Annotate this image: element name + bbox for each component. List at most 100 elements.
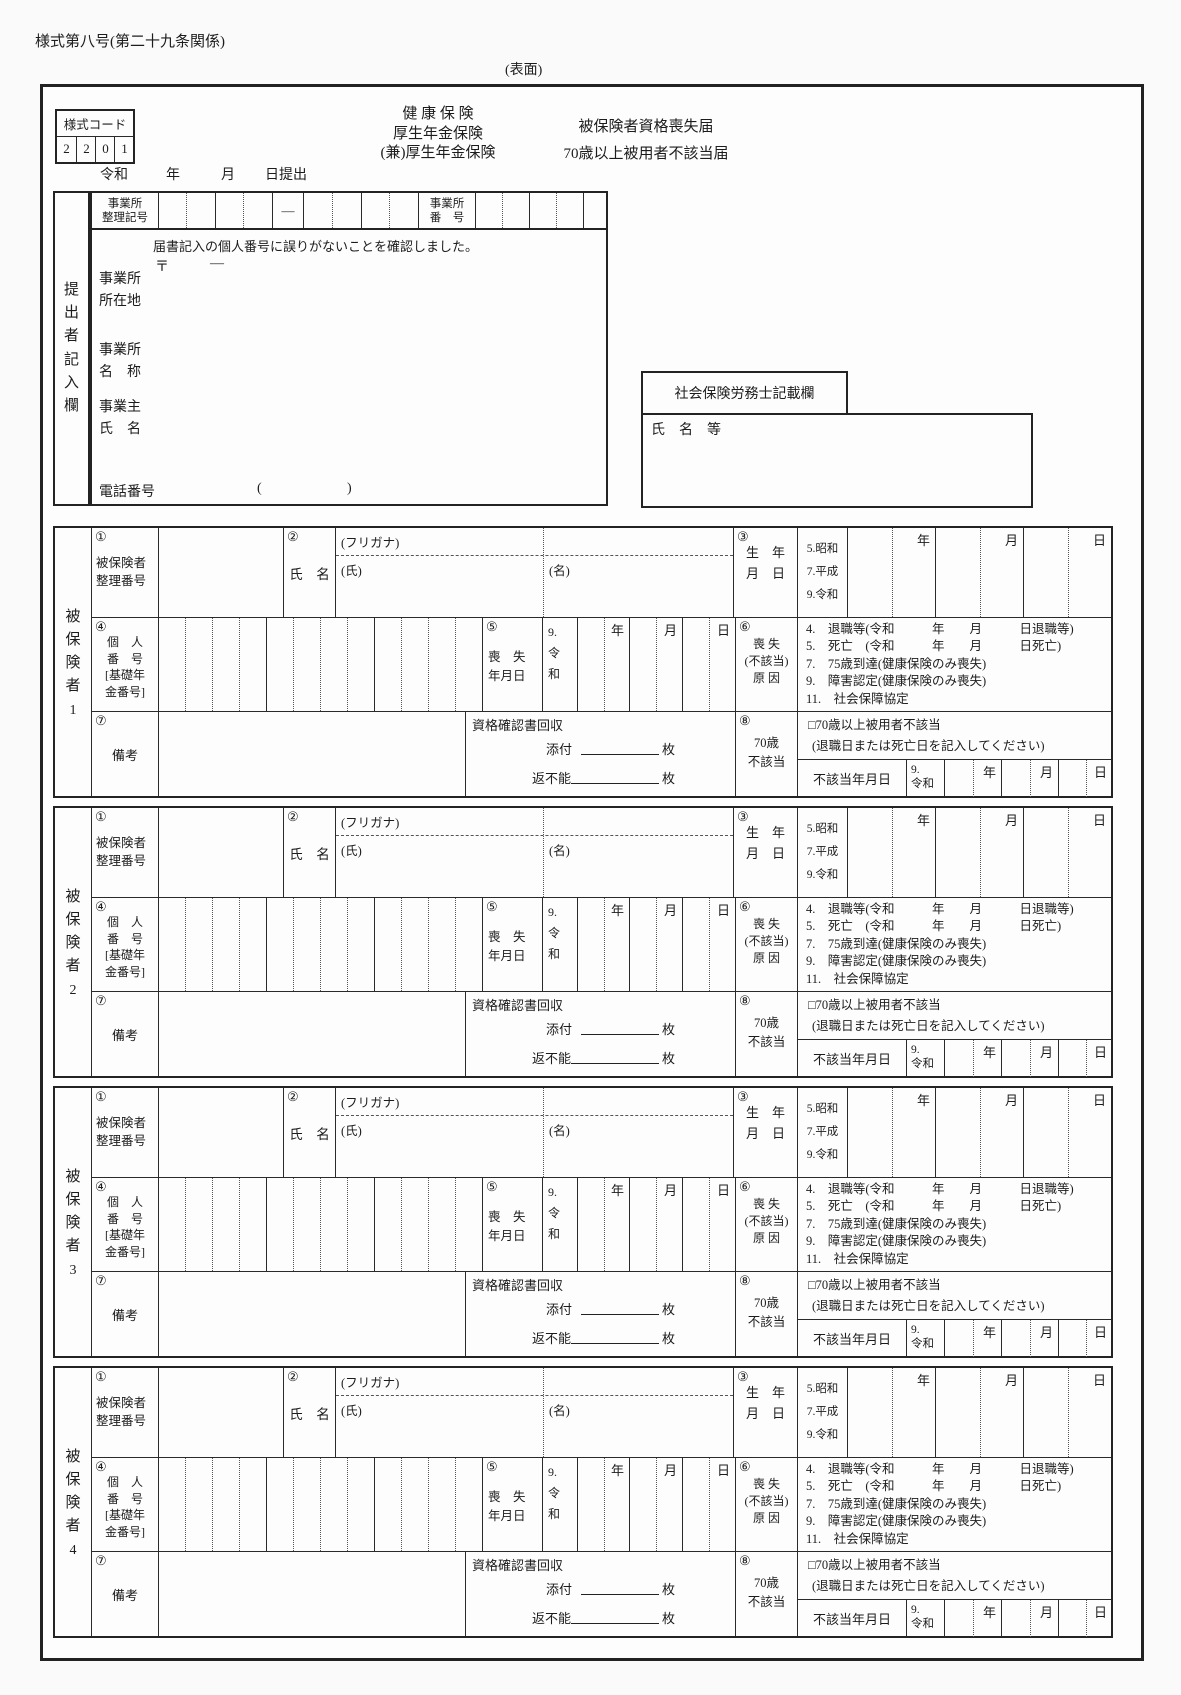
office-number-cell[interactable] (583, 193, 610, 228)
na-era-cell[interactable]: 9. 令和 (906, 760, 944, 797)
loss-reason-option[interactable]: 5. 死亡 (令和 年 月 日死亡) (806, 919, 1062, 934)
personal-number-cell[interactable] (293, 1178, 320, 1271)
loss-reason-option[interactable]: 5. 死亡 (令和 年 月 日死亡) (806, 1199, 1062, 1214)
certificate-attach-count-field[interactable] (581, 736, 659, 755)
na-month-cell[interactable]: 月 (1001, 1600, 1058, 1637)
personal-number-cell[interactable] (428, 1458, 455, 1551)
personal-number-cell[interactable] (266, 618, 293, 711)
loss-year-cell[interactable]: 年 (577, 1458, 629, 1551)
personal-number-cell[interactable] (293, 1458, 320, 1551)
furigana-row[interactable]: (フリガナ) (336, 808, 733, 836)
office-address-field[interactable] (152, 273, 592, 328)
personal-number-cell[interactable] (185, 1178, 212, 1271)
personal-number-cell[interactable] (158, 1178, 185, 1271)
office-number-cell[interactable] (502, 193, 529, 228)
furigana-row[interactable]: (フリガナ) (336, 1368, 733, 1396)
personal-number-cell[interactable] (401, 618, 428, 711)
personal-number-cell[interactable] (293, 898, 320, 991)
phone-field[interactable] (177, 475, 437, 501)
insured-id-field[interactable] (158, 808, 283, 897)
na-day-cell[interactable]: 日 (1058, 760, 1112, 797)
personal-number-cell[interactable] (266, 1458, 293, 1551)
remarks-field[interactable] (158, 1552, 465, 1636)
personal-number-cell[interactable] (185, 1458, 212, 1551)
na-era-cell[interactable]: 9. 令和 (906, 1600, 944, 1637)
personal-number-cell[interactable] (212, 618, 239, 711)
na-year-cell[interactable]: 年 (944, 1600, 1001, 1637)
personal-number-cell[interactable] (347, 1458, 374, 1551)
na-year-cell[interactable]: 年 (944, 760, 1001, 797)
loss-reason-option[interactable]: 11. 社会保障協定 (806, 1531, 909, 1546)
labor-consultant-box[interactable]: 氏 名 等 (641, 413, 1033, 508)
loss-year-cell[interactable]: 年 (577, 898, 629, 991)
remarks-field[interactable] (158, 712, 465, 796)
na-year-cell[interactable]: 年 (944, 1320, 1001, 1357)
office-number-cell[interactable] (529, 193, 556, 228)
loss-reason-option[interactable]: 4. 退職等(令和 年 月 日退職等) (806, 1182, 1074, 1196)
birth-month-cell[interactable]: 月 (935, 528, 1023, 617)
personal-number-cell[interactable] (320, 1178, 347, 1271)
birth-month-cell[interactable]: 月 (935, 1088, 1023, 1177)
office-code-cell[interactable] (243, 193, 272, 228)
office-name-field[interactable] (152, 340, 592, 385)
certificate-attach-count-field[interactable] (581, 1016, 659, 1035)
loss-year-cell[interactable]: 年 (577, 618, 629, 711)
name-box[interactable]: (フリガナ) (氏) (名) (335, 1088, 733, 1177)
personal-number-cell[interactable] (347, 1178, 374, 1271)
personal-number-cell[interactable] (320, 618, 347, 711)
insured-id-field[interactable] (158, 1368, 283, 1457)
loss-month-cell[interactable]: 月 (629, 1178, 682, 1271)
na-era-cell[interactable]: 9. 令和 (906, 1040, 944, 1077)
office-code-cell[interactable] (158, 193, 186, 228)
office-code-cell[interactable] (186, 193, 215, 228)
loss-day-cell[interactable]: 日 (682, 898, 735, 991)
na-year-cell[interactable]: 年 (944, 1040, 1001, 1077)
loss-month-cell[interactable]: 月 (629, 1458, 682, 1551)
birth-year-cell[interactable]: 年 (847, 1088, 935, 1177)
loss-reason-option[interactable]: 4. 退職等(令和 年 月 日退職等) (806, 902, 1074, 916)
loss-reason-option[interactable]: 5. 死亡 (令和 年 月 日死亡) (806, 1479, 1062, 1494)
birth-era-options[interactable]: 5.昭和 7.平成 9.令和 (797, 1368, 847, 1457)
personal-number-cell[interactable] (212, 1458, 239, 1551)
age70-checkbox[interactable]: □ (808, 718, 816, 732)
personal-number-cell[interactable] (401, 1178, 428, 1271)
loss-day-cell[interactable]: 日 (682, 1178, 735, 1271)
personal-number-cell[interactable] (239, 898, 266, 991)
personal-number-cell[interactable] (455, 898, 482, 991)
name-box[interactable]: (フリガナ) (氏) (名) (335, 1368, 733, 1457)
loss-reason-option[interactable]: 7. 75歳到達(健康保険のみ喪失) (806, 1216, 987, 1231)
personal-number-cell[interactable] (455, 1458, 482, 1551)
personal-number-cell[interactable] (374, 1458, 401, 1551)
insured-id-field[interactable] (158, 1088, 283, 1177)
personal-number-cell[interactable] (158, 618, 185, 711)
personal-number-cell[interactable] (266, 898, 293, 991)
loss-reason-option[interactable]: 5. 死亡 (令和 年 月 日死亡) (806, 639, 1062, 654)
office-number-cell[interactable] (556, 193, 583, 228)
birth-day-cell[interactable]: 日 (1023, 808, 1111, 897)
personal-number-cell[interactable] (401, 898, 428, 991)
loss-era-cell[interactable]: 9. 令 和 (542, 1458, 577, 1551)
name-box[interactable]: (フリガナ) (氏) (名) (335, 808, 733, 897)
office-code-cell[interactable] (215, 193, 243, 228)
loss-era-cell[interactable]: 9. 令 和 (542, 1178, 577, 1271)
certificate-unreturnable-count-field[interactable] (571, 1045, 659, 1064)
personal-number-cell[interactable] (266, 1178, 293, 1271)
loss-reason-option[interactable]: 11. 社会保障協定 (806, 1251, 909, 1266)
certificate-unreturnable-count-field[interactable] (571, 1605, 659, 1624)
loss-reason-option[interactable]: 7. 75歳到達(健康保険のみ喪失) (806, 1496, 987, 1511)
personal-number-cell[interactable] (374, 1178, 401, 1271)
office-code-cell[interactable] (332, 193, 361, 228)
birth-day-cell[interactable]: 日 (1023, 1088, 1111, 1177)
personal-number-cell[interactable] (239, 1458, 266, 1551)
loss-reason-option[interactable]: 9. 障害認定(健康保険のみ喪失) (806, 1234, 987, 1249)
personal-number-cell[interactable] (347, 898, 374, 991)
personal-number-cell[interactable] (428, 1178, 455, 1271)
personal-number-cell[interactable] (239, 1178, 266, 1271)
personal-number-cell[interactable] (158, 1458, 185, 1551)
loss-era-cell[interactable]: 9. 令 和 (542, 898, 577, 991)
owner-name-field[interactable] (152, 397, 592, 442)
loss-month-cell[interactable]: 月 (629, 618, 682, 711)
birth-year-cell[interactable]: 年 (847, 1368, 935, 1457)
name-box[interactable]: (フリガナ) (氏) (名) (335, 528, 733, 617)
birth-year-cell[interactable]: 年 (847, 528, 935, 617)
